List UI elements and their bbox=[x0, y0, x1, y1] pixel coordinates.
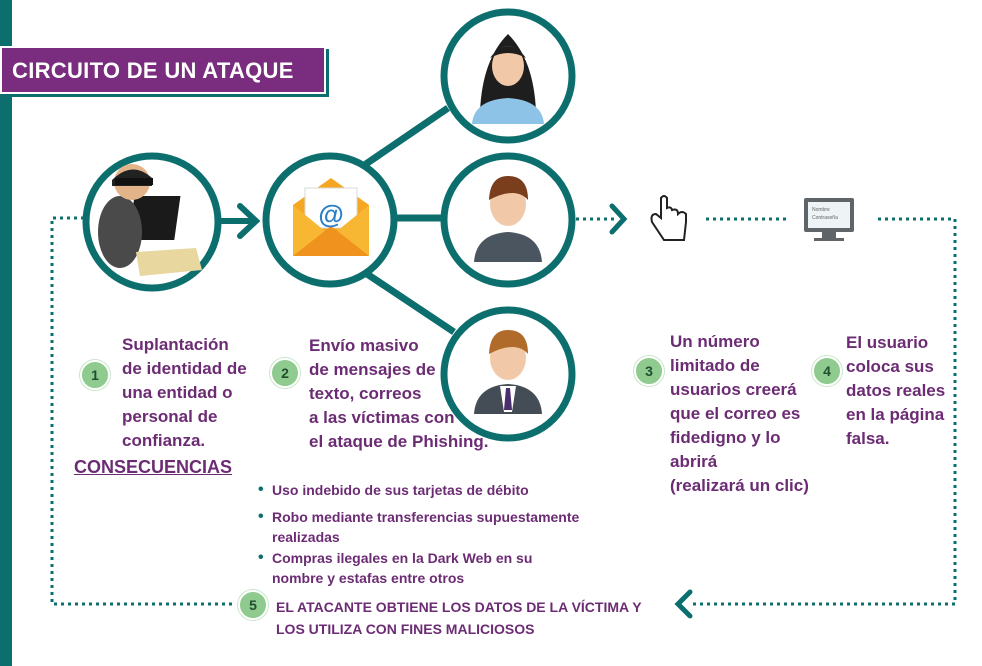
step-2-line: texto, correos bbox=[309, 384, 422, 403]
consecuencia-line: nombre y estafas entre otros bbox=[272, 570, 465, 586]
screen-label-name: Nombre bbox=[812, 207, 830, 213]
step-2-badge: 2 bbox=[270, 358, 300, 388]
consecuencia-line: realizadas bbox=[272, 529, 340, 545]
step-4-line: falsa. bbox=[846, 429, 890, 448]
consecuencia-item: Robo mediante transferencias supuestamen… bbox=[258, 507, 580, 547]
svg-text:@: @ bbox=[318, 199, 343, 229]
man-icon bbox=[440, 152, 576, 288]
step-1-line: personal de bbox=[122, 407, 218, 426]
consecuencia-line: Robo mediante transferencias supuestamen… bbox=[272, 509, 580, 525]
step-3-line: limitado de bbox=[670, 356, 760, 375]
step-4-line: en la página bbox=[846, 405, 945, 424]
page-title: CIRCUITO DE UN ATAQUE bbox=[12, 58, 294, 83]
consecuencia-line: Uso indebido de sus tarjetas de débito bbox=[272, 482, 529, 498]
monitor-icon: Nombre Contraseña bbox=[804, 198, 854, 241]
step-2-line: de mensajes de bbox=[309, 360, 436, 379]
title-banner: CIRCUITO DE UN ATAQUE bbox=[0, 46, 326, 94]
step-3-line: abrirá bbox=[670, 452, 718, 471]
step-3-text: Un número limitado de usuarios creerá qu… bbox=[670, 330, 809, 498]
step-1-line: confianza. bbox=[122, 431, 206, 450]
step-4-line: datos reales bbox=[846, 381, 946, 400]
screen-label-password: Contraseña bbox=[812, 215, 838, 221]
consecuencia-line: Compras ilegales en la Dark Web en su bbox=[272, 550, 533, 566]
step-2-text: Envío masivo de mensajes de texto, corre… bbox=[309, 334, 488, 454]
step-2-line: a las víctimas con bbox=[309, 408, 455, 427]
email-icon: @ bbox=[262, 152, 398, 288]
step-1-line: de identidad de bbox=[122, 359, 247, 378]
step-5-badge: 5 bbox=[238, 590, 268, 620]
step-3-badge: 3 bbox=[634, 356, 664, 386]
left-accent-bar bbox=[0, 0, 12, 666]
step-1-text: Suplantación de identidad de una entidad… bbox=[122, 333, 247, 453]
consecuencia-item: Uso indebido de sus tarjetas de débito bbox=[258, 480, 529, 500]
step-4-line: El usuario bbox=[846, 333, 929, 352]
step-4-text: El usuario coloca sus datos reales en la… bbox=[846, 331, 945, 451]
step-5-line: EL ATACANTE OBTIENE LOS DATOS DE LA VÍCT… bbox=[276, 599, 642, 615]
consecuencia-item: Compras ilegales en la Dark Web en su no… bbox=[258, 548, 533, 588]
step-1-line: una entidad o bbox=[122, 383, 233, 402]
step-3-line: Un número bbox=[670, 332, 760, 351]
woman-icon bbox=[440, 8, 576, 144]
step-5-text: EL ATACANTE OBTIENE LOS DATOS DE LA VÍCT… bbox=[276, 596, 642, 640]
step-3-line: que el correo es bbox=[670, 404, 801, 423]
step-3-line: usuarios creerá bbox=[670, 380, 797, 399]
arrow-to-email bbox=[216, 203, 261, 239]
dotted-circuit-path bbox=[50, 216, 957, 606]
step-1-line: Suplantación bbox=[122, 335, 229, 354]
pointer-hand-icon bbox=[650, 195, 687, 241]
arrow-to-click bbox=[609, 203, 628, 235]
businessman-icon bbox=[440, 306, 576, 442]
hacker-icon bbox=[82, 152, 222, 292]
arrow-to-step5 bbox=[674, 589, 693, 619]
step-4-badge: 4 bbox=[812, 356, 842, 386]
step-2-line: el ataque de Phishing. bbox=[309, 432, 489, 451]
step-3-line: (realizará un clic) bbox=[670, 476, 809, 495]
step-1-badge: 1 bbox=[80, 360, 110, 390]
step-3-line: fidedigno y lo bbox=[670, 428, 781, 447]
step-2-line: Envío masivo bbox=[309, 336, 419, 355]
consecuencias-heading: CONSECUENCIAS bbox=[74, 457, 233, 477]
step-5-line: LOS UTILIZA CON FINES MALICIOSOS bbox=[276, 621, 535, 637]
step-4-line: coloca sus bbox=[846, 357, 934, 376]
